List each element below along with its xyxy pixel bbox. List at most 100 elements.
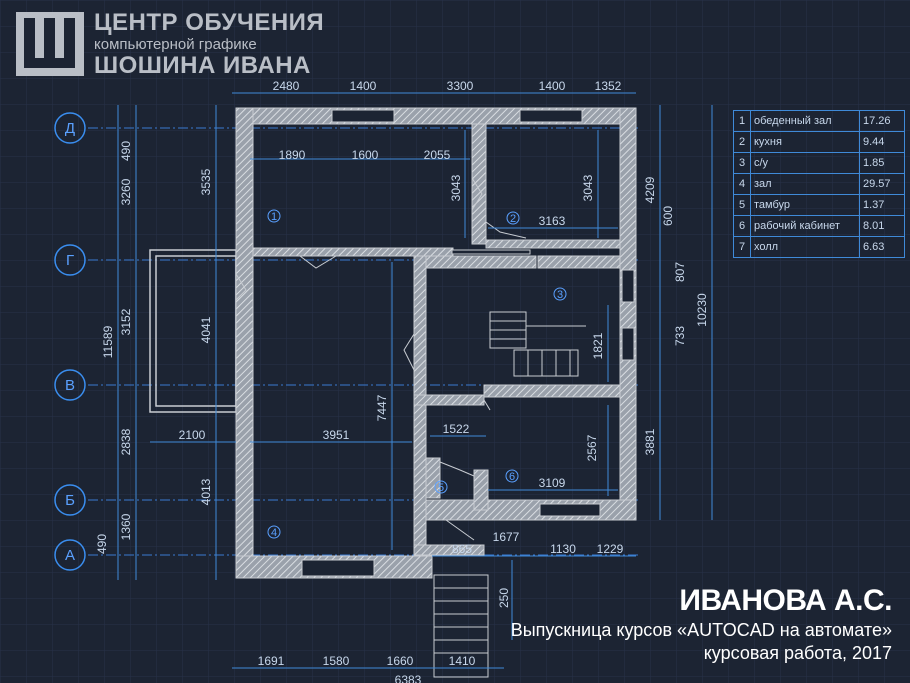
- dim-bottom-right-1: 1677: [493, 530, 520, 544]
- room-no: 5: [733, 194, 751, 216]
- dimension-texts-horizontal: 2480 1400 3300 1400 1352 1890 1600 2055 …: [179, 79, 624, 683]
- shoshin-logo-icon: [16, 12, 84, 76]
- axis-bubbles: Д Г В Б А: [54, 112, 86, 571]
- dim-inner-top-0: 1890: [279, 148, 306, 162]
- doors: [235, 177, 527, 541]
- dim-right-4: 3881: [643, 428, 657, 455]
- dim-kitchen-height-right: 3043: [581, 174, 595, 201]
- dim-bottom-right-3: 1229: [597, 542, 624, 556]
- dim-step: 250: [497, 588, 511, 608]
- dimension-lines: [117, 92, 713, 669]
- dim-bottom-1: 1580: [323, 654, 350, 668]
- dim-top-4: 1352: [595, 79, 622, 93]
- dim-top-0: 2480: [273, 79, 300, 93]
- dim-left-2: 3152: [119, 308, 133, 335]
- room-area: 6.63: [859, 236, 905, 258]
- logo-line-1: ЦЕНТР ОБУЧЕНИЯ: [94, 8, 325, 36]
- dim-left-3: 2838: [119, 428, 133, 455]
- room-marker-2: 2: [510, 213, 516, 225]
- dim-kitchen-height-left: 3043: [449, 174, 463, 201]
- axis-label-a: А: [65, 547, 75, 564]
- room-marker-5: 5: [438, 482, 444, 494]
- dim-left-4: 1360: [119, 513, 133, 540]
- room-area: 17.26: [859, 110, 905, 132]
- dim-bottom-2: 1660: [387, 654, 414, 668]
- room-name: холл: [750, 236, 860, 258]
- dim-top-1: 1400: [350, 79, 377, 93]
- course-line: Выпускница курсов «AUTOCAD на автомате»: [510, 620, 892, 640]
- dim-top-3: 1400: [539, 79, 566, 93]
- dim-4013: 4013: [199, 478, 213, 505]
- dim-bottom-right-2: 1130: [550, 542, 576, 556]
- axis-label-d: Д: [65, 120, 75, 137]
- dim-room6-height: 2567: [585, 434, 599, 461]
- dim-4041: 4041: [199, 316, 213, 343]
- room-marker-3: 3: [557, 289, 563, 301]
- stairs: [433, 311, 586, 678]
- dim-7447: 7447: [375, 394, 389, 421]
- dim-bottom-3: 1410: [449, 654, 476, 668]
- dim-porch-width: 2100: [179, 428, 206, 442]
- author-name: ИВАНОВА А.С.: [679, 584, 892, 617]
- room-name: обеденный зал: [750, 110, 860, 132]
- dim-room6-top: 1522: [443, 422, 470, 436]
- dim-room6-width: 3109: [539, 476, 566, 490]
- room-name: рабочий кабинет: [750, 215, 860, 237]
- author-credit: ИВАНОВА А.С. Выпускница курсов «AUTOCAD …: [510, 584, 893, 664]
- dimension-texts-vertical: 490 3260 3152 2838 1360 490 11589 3535 4…: [95, 141, 709, 608]
- room-marker-1: 1: [271, 211, 277, 223]
- room-no: 1: [733, 110, 751, 132]
- room-markers: 1 2 3 4 5 6: [267, 209, 567, 539]
- windows: [301, 109, 635, 577]
- room-no: 3: [733, 152, 751, 174]
- logo-line-2: компьютерной графике: [94, 35, 257, 53]
- room-area: 8.01: [859, 215, 905, 237]
- axis-label-v: В: [65, 377, 75, 394]
- dim-kitchen-width: 3163: [539, 214, 566, 228]
- room-no: 4: [733, 173, 751, 195]
- logo-line-3: ШОШИНА ИВАНА: [94, 51, 311, 79]
- room-area: 29.57: [859, 173, 905, 195]
- dim-bottom-partial: 6383: [395, 673, 422, 683]
- dim-right-2: 807: [673, 262, 687, 282]
- dim-right-1: 600: [661, 206, 675, 226]
- dim-bottom-0: 1691: [258, 654, 285, 668]
- dim-right-0: 4209: [643, 176, 657, 203]
- dim-hall-lower-width: 3951: [323, 428, 350, 442]
- dim-left-1: 3260: [119, 178, 133, 205]
- dim-inner-top-1: 1600: [352, 148, 379, 162]
- axis-label-b: Б: [65, 492, 75, 509]
- room-no: 7: [733, 236, 751, 258]
- dim-left-3535: 3535: [199, 168, 213, 195]
- dim-left-total: 11589: [101, 325, 115, 358]
- room-area: 1.37: [859, 194, 905, 216]
- axis-label-g: Г: [66, 252, 74, 269]
- dim-bottom-right-0: 865: [452, 542, 472, 556]
- room-marker-6: 6: [509, 471, 515, 483]
- dim-left-5: 490: [95, 534, 109, 554]
- dim-inner-top-2: 2055: [424, 148, 451, 162]
- room-name: тамбур: [750, 194, 860, 216]
- room-no: 6: [733, 215, 751, 237]
- work-line: курсовая работа, 2017: [703, 643, 892, 663]
- dim-top-2: 3300: [447, 79, 474, 93]
- school-logo: ЦЕНТР ОБУЧЕНИЯ компьютерной графике ШОШИ…: [16, 8, 325, 79]
- room-no: 2: [733, 131, 751, 153]
- room-name: кухня: [750, 131, 860, 153]
- room-area: 9.44: [859, 131, 905, 153]
- room-marker-4: 4: [271, 527, 277, 539]
- dim-right-3: 733: [673, 326, 687, 346]
- room-area: 1.85: [859, 152, 905, 174]
- dim-right-total: 10230: [695, 293, 709, 327]
